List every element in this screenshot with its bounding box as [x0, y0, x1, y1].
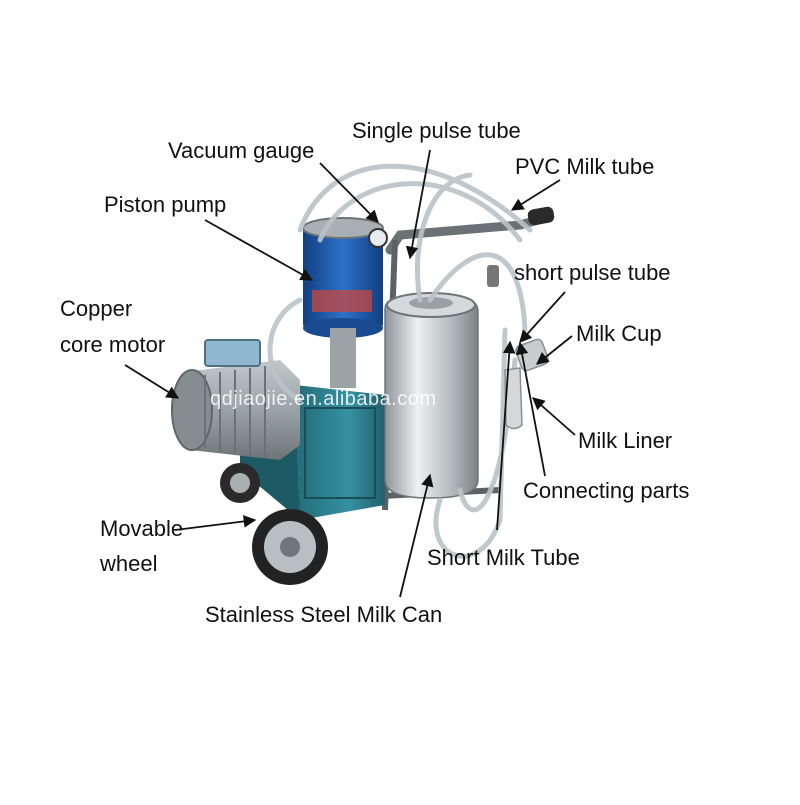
label-connecting-parts: Connecting parts	[523, 478, 689, 504]
label-copper-line1: Copper	[60, 296, 132, 322]
piston-pump-tank	[303, 218, 387, 388]
arrow-pvc-milk-tube	[512, 180, 560, 210]
arrow-short-pulse-tube	[520, 292, 565, 342]
watermark-text: qdjiaojie.en.alibaba.com	[210, 388, 437, 411]
label-movable-line1: Movable	[100, 516, 183, 542]
label-short-pulse-tube: short pulse tube	[514, 260, 671, 286]
label-vacuum-gauge: Vacuum gauge	[168, 138, 314, 164]
label-milk-liner: Milk Liner	[578, 428, 672, 454]
label-short-milk-tube: Short Milk Tube	[427, 545, 580, 571]
label-piston-pump: Piston pump	[104, 192, 226, 218]
label-stainless-can: Stainless Steel Milk Can	[205, 602, 442, 628]
arrow-milk-liner	[533, 398, 575, 435]
label-milk-cup: Milk Cup	[576, 321, 662, 347]
movable-wheel-front	[252, 509, 328, 585]
arrow-movable-wheel	[175, 520, 255, 530]
label-single-pulse-tube: Single pulse tube	[352, 118, 521, 144]
arrow-piston-pump	[205, 220, 312, 280]
label-copper-line2: core motor	[60, 332, 165, 358]
arrow-copper-motor	[125, 365, 178, 398]
label-pvc-milk-tube: PVC Milk tube	[515, 154, 654, 180]
movable-wheel-rear	[220, 463, 260, 503]
label-movable-line2: wheel	[100, 551, 157, 577]
